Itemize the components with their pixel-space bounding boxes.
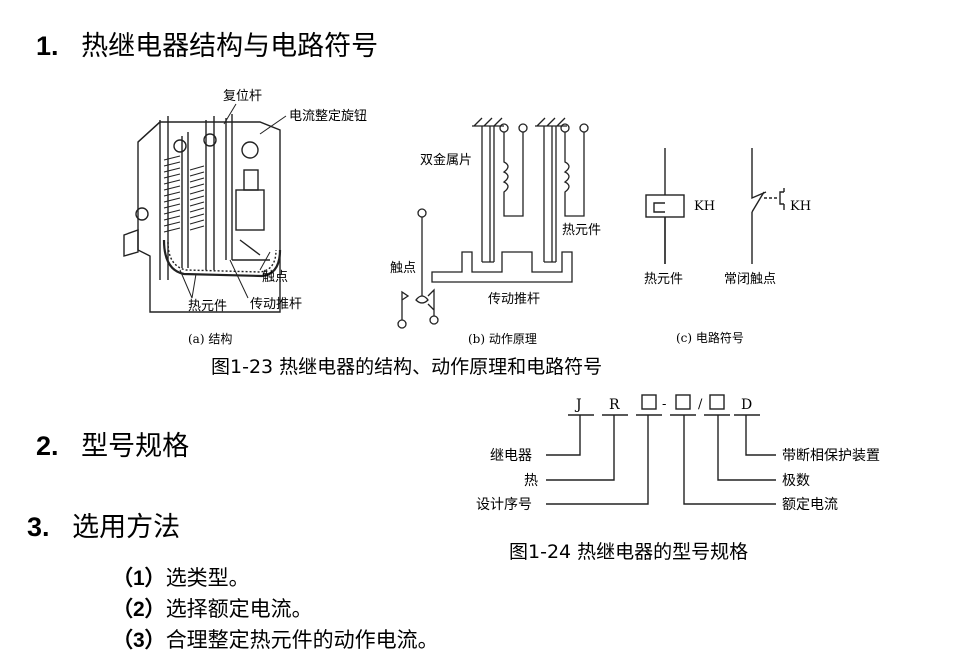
code-d: D <box>741 397 752 413</box>
figure-1-24-caption: 图1-24 热继电器的型号规格 <box>509 541 749 563</box>
caption-panel-c: (c) 电路符号 <box>676 330 744 345</box>
item-text: 选择额定电流。 <box>165 597 313 621</box>
label-contact-b: 触点 <box>390 261 416 276</box>
relay-structure-illustration: 复位杆 电流整定旋钮 触点 热元件 传动推杆 (a) 结构 <box>123 89 367 346</box>
kh-label-heating: KH <box>694 199 715 214</box>
label-push-rod-a: 传动推杆 <box>250 297 302 312</box>
section-1-title: 热继电器结构与电路符号 <box>81 31 379 62</box>
label-reset-rod: 复位杆 <box>223 89 262 104</box>
label-heating-element-b: 热元件 <box>562 223 601 238</box>
label-heating-element-c: 热元件 <box>644 272 683 287</box>
selection-item-2: （2）选择额定电流。 <box>112 593 313 623</box>
section-3-title: 选用方法 <box>72 512 181 543</box>
item-text: 选类型。 <box>165 566 250 590</box>
operating-principle-diagram: 双金属片 热元件 触点 传动推杆 (b) 动作原理 <box>390 117 601 346</box>
selection-item-1: （1）选类型。 <box>112 562 250 592</box>
selection-item-3: （3）合理整定热元件的动作电流。 <box>112 624 439 654</box>
label-current-knob: 电流整定旋钮 <box>289 109 367 124</box>
section-1-heading: 1. 热继电器结构与电路符号 <box>36 24 378 63</box>
label-phase-protection: 带断相保护装置 <box>782 448 880 464</box>
kh-label-contact: KH <box>790 199 811 214</box>
label-nc-contact: 常闭触点 <box>724 272 776 287</box>
caption-panel-b: (b) 动作原理 <box>468 332 537 346</box>
housing-outline <box>137 121 281 313</box>
label-contact-a: 触点 <box>262 270 288 285</box>
figure-1-23-caption: 图1-23 热继电器的结构、动作原理和电路符号 <box>211 356 603 378</box>
item-number: （2） <box>112 598 166 621</box>
label-thermal: 热 <box>524 473 538 489</box>
label-poles: 极数 <box>782 473 810 489</box>
item-number: （3） <box>112 629 166 652</box>
code-dash: - <box>662 397 666 412</box>
item-number: （1） <box>112 567 166 590</box>
label-heating-element-a: 热元件 <box>188 299 227 314</box>
code-r: R <box>609 397 620 413</box>
label-rated-current: 额定电流 <box>782 497 838 513</box>
section-2-number: 2. <box>36 431 59 461</box>
item-text: 合理整定热元件的动作电流。 <box>165 628 439 652</box>
section-1-number: 1. <box>36 31 59 61</box>
section-3-number: 3. <box>27 512 50 542</box>
label-push-rod-b: 传动推杆 <box>488 292 540 307</box>
label-relay: 继电器 <box>490 448 532 464</box>
code-j: J <box>574 397 582 413</box>
section-2-title: 型号规格 <box>81 431 190 462</box>
section-2-heading: 2. 型号规格 <box>36 424 189 463</box>
caption-panel-a: (a) 结构 <box>188 331 232 346</box>
code-slash: / <box>698 397 703 412</box>
model-code-diagram: J R - / D 继电器 热 设计序号 带断相保护装置 极数 额定电流 <box>476 394 880 513</box>
label-design-serial: 设计序号 <box>476 497 532 513</box>
section-3-heading: 3. 选用方法 <box>27 505 180 544</box>
circuit-symbol-diagram: KH KH 热元件 常闭触点 (c) 电路符号 <box>644 148 811 345</box>
label-bimetal: 双金属片 <box>420 152 472 168</box>
